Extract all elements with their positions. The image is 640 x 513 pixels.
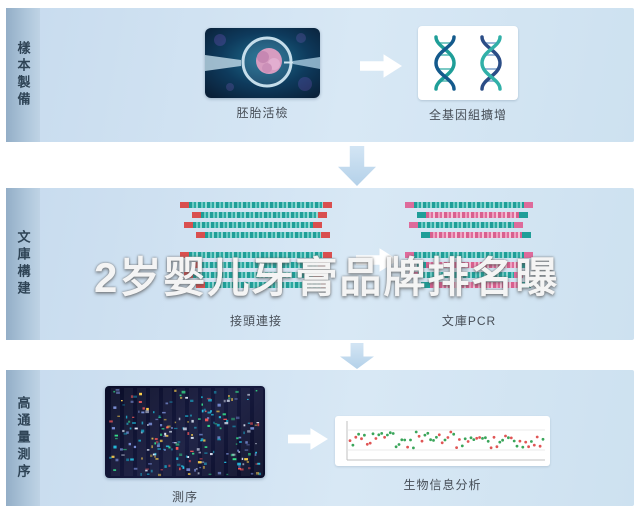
embryo-biopsy-illustration [205, 28, 320, 98]
embryo-biopsy-image [205, 28, 320, 98]
embryo-biopsy-caption: 胚胎活檢 [236, 106, 289, 120]
stage-band-sample-prep: 樣本製備 [6, 8, 634, 142]
stage-content-sample-prep: 胚胎活檢 [40, 8, 634, 142]
stage-band-sequencing: 高通量測序 測序 生物信息分析 [6, 370, 634, 506]
flowcell-dots-illustration [109, 388, 263, 477]
adapter-ligation-graphic [180, 202, 332, 302]
watermark-text: 2岁婴儿牙膏品牌排名曝 [94, 254, 560, 301]
sequencing-caption: 測序 [171, 490, 198, 504]
dna-helix-icon [434, 35, 456, 91]
right-arrow-icon [360, 54, 402, 78]
wga-panel [418, 26, 518, 100]
adapter-ligation-caption: 接頭連接 [229, 314, 282, 328]
stage-label-library-prep: 文庫構建 [15, 230, 31, 298]
stage-label-bar-sample-prep: 樣本製備 [6, 8, 40, 142]
stage-label-sequencing: 高通量測序 [15, 395, 31, 481]
bioinfo-caption: 生物信息分析 [403, 478, 482, 492]
bioinfo-scatter-illustration [346, 421, 545, 461]
bioinfo-chart [335, 416, 550, 466]
right-arrow-icon [288, 428, 328, 450]
stage-band-library-prep: 文庫構建 接頭連接 [6, 188, 634, 340]
stage-label-sample-prep: 樣本製備 [15, 41, 31, 109]
stage-content-sequencing: 測序 生物信息分析 [40, 370, 634, 506]
library-pcr-graphic [405, 202, 533, 302]
stage-content-library-prep: 接頭連接 文庫PCR [40, 188, 634, 340]
stage-label-bar-library-prep: 文庫構建 [6, 188, 40, 340]
down-arrow-icon [340, 343, 374, 369]
dna-helix-icon [480, 35, 502, 91]
wga-caption: 全基因組擴增 [428, 108, 507, 122]
stage-label-bar-sequencing: 高通量測序 [6, 370, 40, 506]
flowcell-image [105, 386, 265, 478]
down-arrow-icon [338, 146, 376, 186]
library-pcr-caption: 文庫PCR [441, 314, 497, 328]
